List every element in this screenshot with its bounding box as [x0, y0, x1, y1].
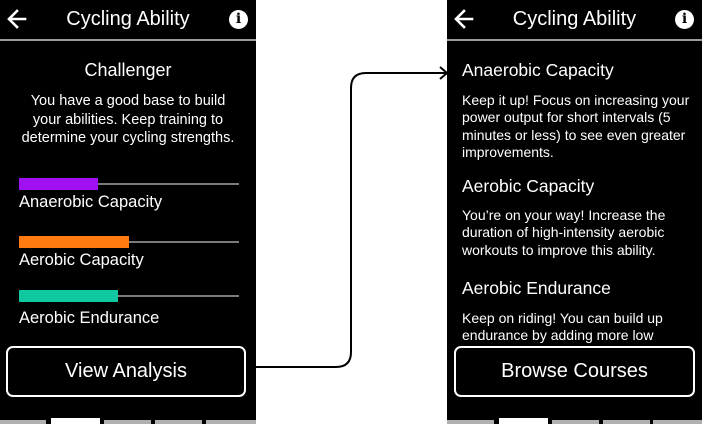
page-dot-active[interactable] — [499, 418, 548, 424]
page-dot[interactable] — [603, 420, 650, 424]
progress-fill — [19, 290, 118, 302]
section-title-aerobic-capacity: Aerobic Capacity — [462, 176, 595, 196]
progress-track — [19, 295, 239, 297]
view-analysis-button[interactable]: View Analysis — [6, 346, 246, 397]
page-dot[interactable] — [0, 420, 46, 424]
section-body-anaerobic-capacity: Keep it up! Focus on increasing your pow… — [462, 92, 690, 160]
page-dot[interactable] — [447, 420, 494, 424]
progress-track — [19, 183, 239, 185]
header: Cycling Ability i — [447, 0, 702, 40]
page-dot-active[interactable] — [51, 418, 100, 424]
header-divider — [447, 39, 702, 41]
browse-courses-button[interactable]: Browse Courses — [454, 346, 695, 397]
page-dot[interactable] — [104, 420, 151, 424]
section-title-aerobic-endurance: Aerobic Endurance — [462, 278, 611, 298]
ability-aerobic-endurance: Aerobic Endurance — [19, 288, 239, 327]
header-divider — [0, 39, 256, 41]
ability-anaerobic-capacity: Anaerobic Capacity — [19, 176, 239, 211]
section-body-aerobic-capacity: You’re on your way! Increase the duratio… — [462, 207, 666, 258]
page-title: Cycling Ability — [66, 8, 190, 30]
page-dot[interactable] — [155, 420, 202, 424]
info-icon[interactable]: i — [229, 10, 248, 29]
arrow-left-icon[interactable] — [453, 6, 475, 32]
page-dot[interactable] — [206, 420, 256, 424]
progress-fill — [19, 178, 99, 190]
page-dot[interactable] — [552, 420, 599, 424]
summary-text: You have a good base to build your abili… — [21, 93, 235, 146]
page-title: Cycling Ability — [512, 8, 637, 30]
info-icon[interactable]: i — [675, 10, 694, 29]
ability-aerobic-capacity: Aerobic Capacity — [19, 234, 239, 269]
arrow-left-icon[interactable] — [6, 6, 28, 32]
section-title-anaerobic-capacity: Anaerobic Capacity — [462, 60, 614, 80]
screen-cycling-ability-summary: Cycling Ability i Challenger You have a … — [0, 0, 256, 424]
ability-level: Challenger — [84, 60, 172, 80]
page-indicator — [0, 418, 256, 424]
header: Cycling Ability i — [0, 0, 256, 40]
screen-cycling-ability-analysis: Cycling Ability i Anaerobic Capacity Kee… — [447, 0, 702, 424]
progress-fill — [19, 236, 129, 248]
ability-label: Aerobic Endurance — [19, 309, 160, 327]
page-dot[interactable] — [653, 420, 702, 424]
ability-label: Anaerobic Capacity — [19, 193, 163, 211]
page-indicator — [447, 418, 702, 424]
ability-label: Aerobic Capacity — [19, 251, 144, 269]
progress-track — [19, 241, 239, 243]
section-body-aerobic-endurance: Keep on riding! You can build up enduran… — [462, 310, 663, 344]
